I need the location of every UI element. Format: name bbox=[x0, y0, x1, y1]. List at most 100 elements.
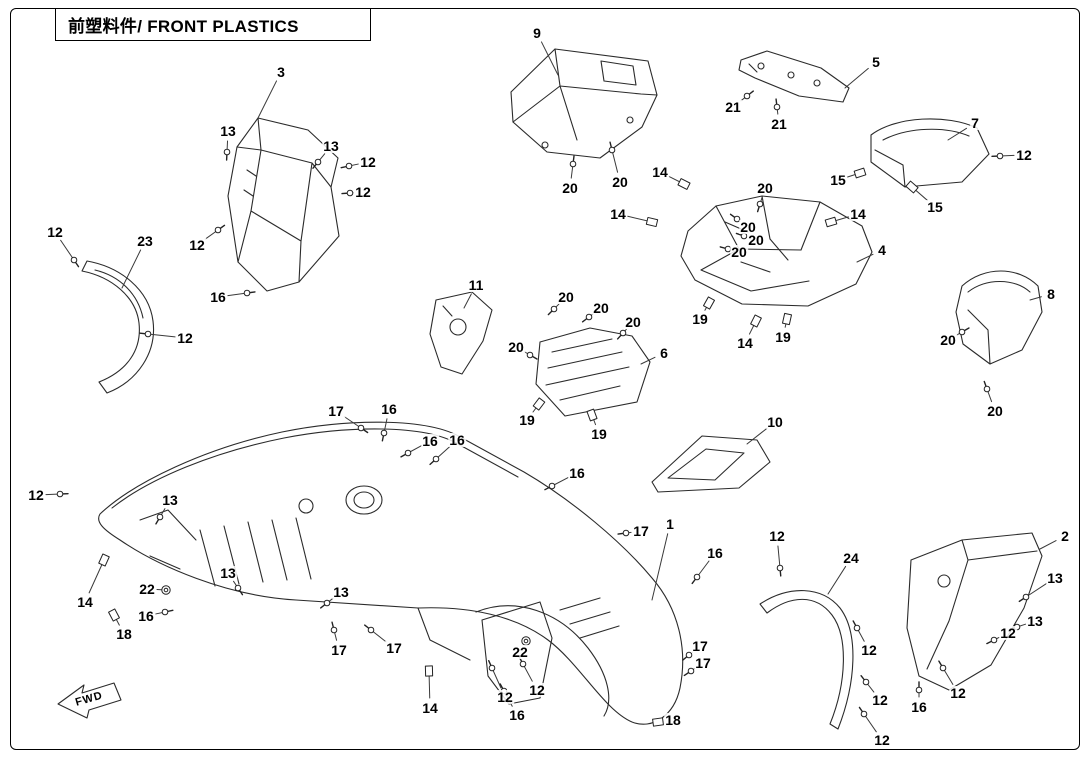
callout-14: 14 bbox=[609, 206, 627, 222]
callout-20: 20 bbox=[592, 300, 610, 316]
callout-12: 12 bbox=[359, 154, 377, 170]
callout-4: 4 bbox=[877, 242, 887, 258]
screw-icon bbox=[139, 330, 152, 338]
screw-icon bbox=[330, 621, 338, 634]
part-11-drawing bbox=[429, 291, 493, 375]
screw-icon bbox=[363, 624, 375, 634]
callout-17: 17 bbox=[330, 642, 348, 658]
screw-icon bbox=[743, 90, 754, 100]
callout-6: 6 bbox=[659, 345, 669, 361]
callout-12: 12 bbox=[496, 689, 514, 705]
callout-16: 16 bbox=[706, 545, 724, 561]
screw-icon bbox=[616, 329, 627, 340]
screw-icon bbox=[70, 256, 80, 268]
callout-24: 24 bbox=[842, 550, 860, 566]
callout-19: 19 bbox=[590, 426, 608, 442]
callout-11: 11 bbox=[467, 277, 485, 293]
part-3-drawing bbox=[227, 117, 340, 292]
callout-5: 5 bbox=[871, 54, 881, 70]
clip-icon bbox=[532, 397, 546, 411]
callout-13: 13 bbox=[1026, 613, 1044, 629]
screw-icon bbox=[756, 200, 764, 213]
callout-12: 12 bbox=[1015, 147, 1033, 163]
callout-12: 12 bbox=[871, 692, 889, 708]
callout-14: 14 bbox=[736, 335, 754, 351]
callout-9: 9 bbox=[532, 25, 542, 41]
callout-20: 20 bbox=[756, 180, 774, 196]
screw-icon bbox=[544, 482, 556, 491]
part-9-drawing bbox=[510, 48, 658, 159]
part-23-drawing bbox=[81, 260, 155, 394]
clip-icon bbox=[652, 717, 664, 727]
screw-icon bbox=[986, 636, 998, 645]
screw-icon bbox=[320, 599, 331, 609]
callout-21: 21 bbox=[724, 99, 742, 115]
screw-icon bbox=[852, 620, 861, 632]
screw-icon bbox=[400, 449, 412, 458]
clip-icon bbox=[586, 408, 598, 422]
callout-16: 16 bbox=[568, 465, 586, 481]
callout-12: 12 bbox=[188, 237, 206, 253]
callout-21: 21 bbox=[770, 116, 788, 132]
callout-12: 12 bbox=[768, 528, 786, 544]
callout-12: 12 bbox=[873, 732, 891, 748]
screw-icon bbox=[1018, 593, 1030, 603]
callout-20: 20 bbox=[730, 244, 748, 260]
callout-14: 14 bbox=[421, 700, 439, 716]
callout-16: 16 bbox=[380, 401, 398, 417]
screw-icon bbox=[608, 141, 616, 154]
clip-icon bbox=[824, 216, 838, 228]
callout-12: 12 bbox=[949, 685, 967, 701]
callout-15: 15 bbox=[829, 172, 847, 188]
part-8-drawing bbox=[955, 270, 1043, 365]
callout-20: 20 bbox=[939, 332, 957, 348]
part-7-drawing bbox=[870, 118, 990, 188]
screw-icon bbox=[243, 289, 256, 297]
callout-16: 16 bbox=[448, 432, 466, 448]
screw-icon bbox=[234, 584, 244, 596]
callout-12: 12 bbox=[176, 330, 194, 346]
screw-icon bbox=[915, 681, 923, 694]
callout-17: 17 bbox=[632, 523, 650, 539]
callout-19: 19 bbox=[774, 329, 792, 345]
screw-icon bbox=[569, 155, 577, 168]
screw-icon bbox=[983, 380, 991, 393]
screw-icon bbox=[488, 659, 496, 672]
callout-1: 1 bbox=[665, 516, 675, 532]
callout-20: 20 bbox=[507, 339, 525, 355]
clip-icon bbox=[677, 178, 691, 190]
callout-17: 17 bbox=[691, 638, 709, 654]
clip-icon bbox=[702, 296, 716, 310]
screw-icon bbox=[938, 660, 947, 672]
grommet-icon bbox=[161, 585, 171, 595]
callout-13: 13 bbox=[219, 565, 237, 581]
callout-12: 12 bbox=[27, 487, 45, 503]
clip-icon bbox=[781, 312, 793, 326]
screw-icon bbox=[429, 455, 440, 466]
callout-20: 20 bbox=[561, 180, 579, 196]
screw-icon bbox=[683, 667, 695, 677]
callout-13: 13 bbox=[161, 492, 179, 508]
callout-12: 12 bbox=[46, 224, 64, 240]
screw-icon bbox=[357, 424, 369, 434]
screw-icon bbox=[223, 148, 231, 161]
clip-icon bbox=[424, 665, 434, 677]
callout-14: 14 bbox=[849, 206, 867, 222]
callout-16: 16 bbox=[910, 699, 928, 715]
callout-22: 22 bbox=[138, 581, 156, 597]
screw-icon bbox=[735, 232, 748, 240]
screw-icon bbox=[991, 152, 1004, 160]
callout-13: 13 bbox=[1046, 570, 1064, 586]
leader-lines bbox=[45, 41, 1057, 733]
callout-20: 20 bbox=[986, 403, 1004, 419]
screw-icon bbox=[776, 564, 784, 577]
clip-icon bbox=[905, 180, 919, 194]
clip-icon bbox=[750, 314, 762, 328]
callout-14: 14 bbox=[651, 164, 669, 180]
callout-7: 7 bbox=[970, 115, 980, 131]
callout-13: 13 bbox=[332, 584, 350, 600]
callout-19: 19 bbox=[691, 311, 709, 327]
screw-icon bbox=[729, 213, 741, 223]
